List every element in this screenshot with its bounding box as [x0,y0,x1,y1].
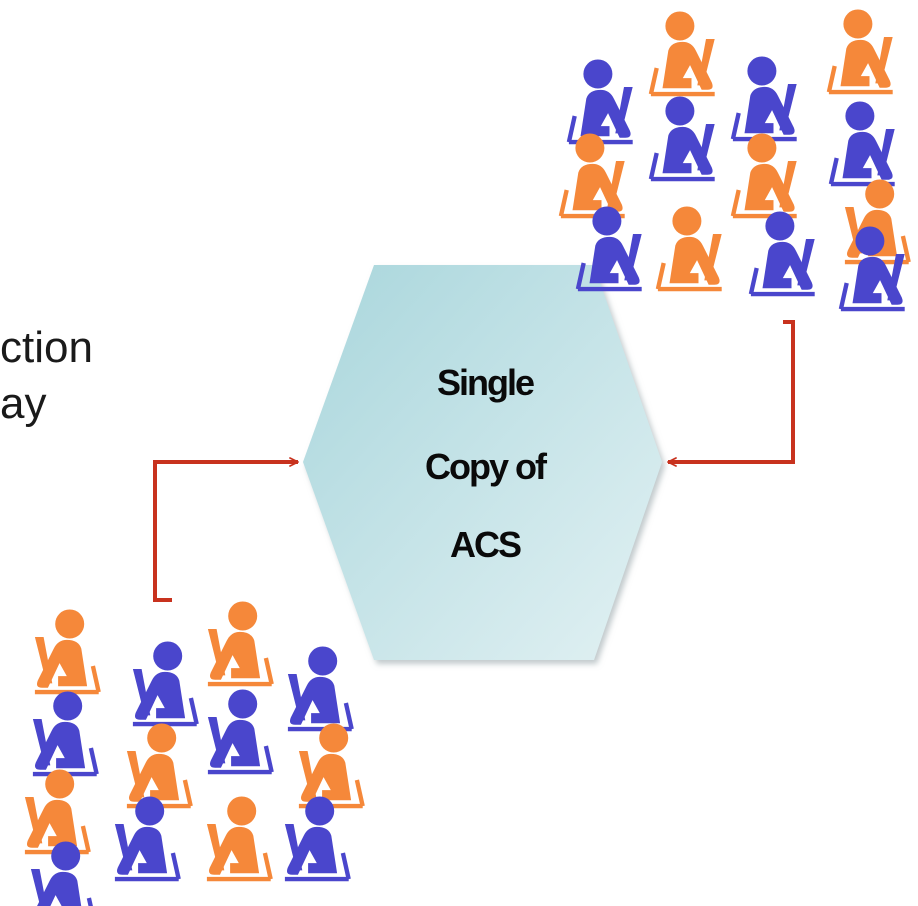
user-at-computer-icon [32,691,99,777]
user-at-computer-icon [575,206,642,292]
user-at-computer-icon [648,11,715,97]
hexagon-label-line-3: ACS [449,524,522,565]
user-at-computer-icon [206,796,273,882]
user-at-computer-icon [655,206,722,292]
user-at-computer-icon [648,96,715,182]
user-group-top-right [558,9,911,312]
user-at-computer-icon [284,796,351,882]
user-group-bottom-left [24,601,365,906]
user-at-computer-icon [30,841,93,906]
acs-hexagon [303,265,662,660]
connector-left [153,457,299,602]
hexagon-label-line-1: Single [436,362,535,403]
user-at-computer-icon [838,226,905,312]
user-at-computer-icon [114,796,181,882]
connector-right [667,320,795,467]
user-at-computer-icon [828,101,895,187]
user-at-computer-icon [826,9,893,95]
user-at-computer-icon [207,601,274,687]
side-text-line-2: ay [0,379,47,428]
partial-side-text: ction ay [0,320,93,432]
user-at-computer-icon [207,689,274,775]
user-at-computer-icon [748,211,815,297]
hexagon-label-line-2: Copy of [425,446,547,487]
side-text-line-1: ction [0,323,93,372]
